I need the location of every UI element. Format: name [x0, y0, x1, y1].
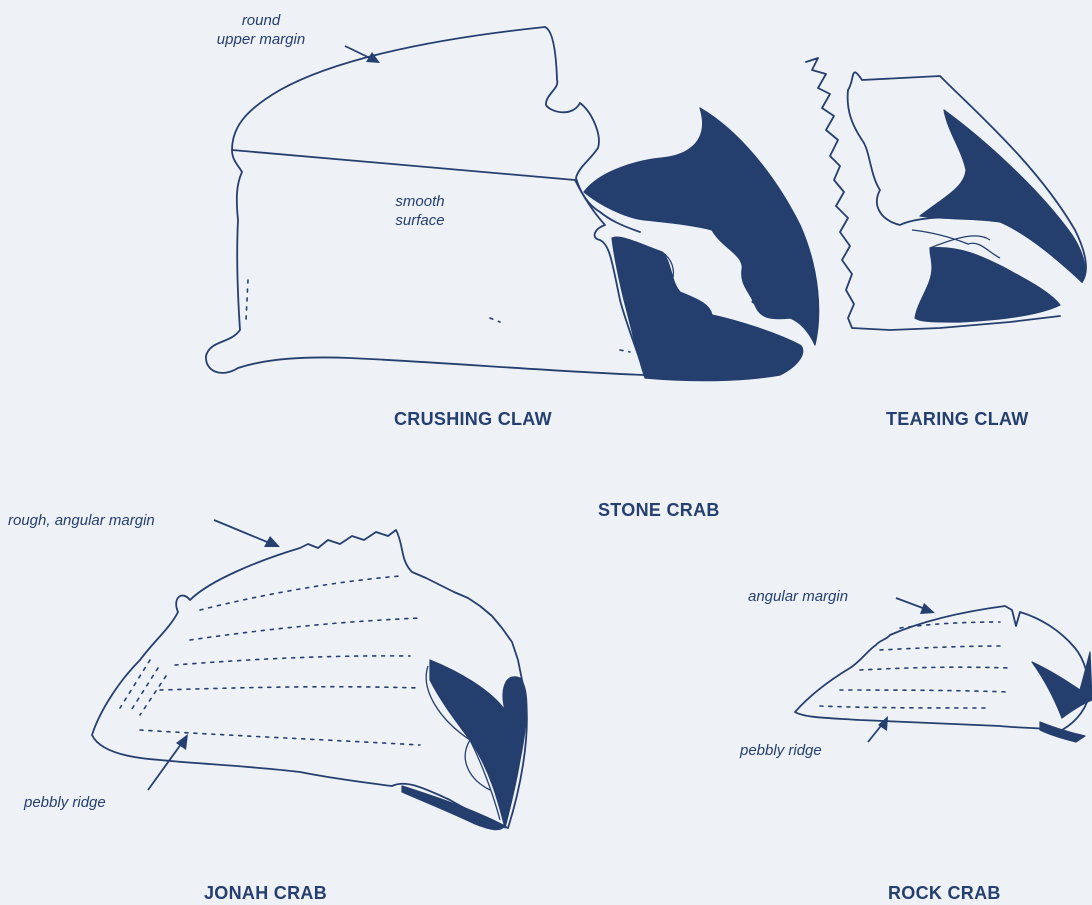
tearing-claw-fixed-finger-shading	[915, 248, 1060, 322]
tearing-claw-label: TEARING CLAW	[886, 409, 1029, 430]
rock-crab-lower-finger-shading	[1040, 722, 1085, 742]
round-upper-margin-line-1: round	[196, 11, 326, 30]
jonah-crab-label: JONAH CRAB	[204, 883, 327, 904]
angular-margin-annotation: angular margin	[748, 587, 848, 606]
rock-crab-drawing	[795, 606, 1092, 742]
round-upper-margin-annotation: round upper margin	[196, 11, 326, 49]
rock-crab-ridges	[820, 622, 1010, 708]
crushing-claw-label: CRUSHING CLAW	[394, 409, 552, 430]
crushing-claw-surface-marks	[246, 280, 630, 352]
rough-angular-margin-annotation: rough, angular margin	[8, 511, 155, 530]
jonah-crab-drawing	[92, 530, 527, 830]
stone-crab-label: STONE CRAB	[598, 500, 720, 521]
arrow-rough-angular-margin	[214, 520, 272, 544]
smooth-surface-line-1: smooth	[370, 192, 470, 211]
crushing-claw-drawing	[206, 27, 819, 381]
smooth-surface-annotation: smooth surface	[370, 192, 470, 230]
arrow-pebbly-ridge-jonah	[148, 740, 184, 790]
arrowhead-angular-margin	[920, 603, 935, 614]
jonah-crab-ridges	[140, 576, 420, 745]
tearing-claw-drawing	[806, 58, 1086, 330]
pebbly-ridge-jonah-annotation: pebbly ridge	[24, 793, 106, 812]
smooth-surface-line-2: surface	[370, 211, 470, 230]
pebbly-ridge-rock-annotation: pebbly ridge	[740, 741, 822, 760]
jonah-crab-lower-finger-shading	[402, 786, 505, 830]
jonah-crab-pebbles	[120, 660, 166, 715]
round-upper-margin-line-2: upper margin	[196, 30, 326, 49]
rock-crab-label: ROCK CRAB	[888, 883, 1001, 904]
